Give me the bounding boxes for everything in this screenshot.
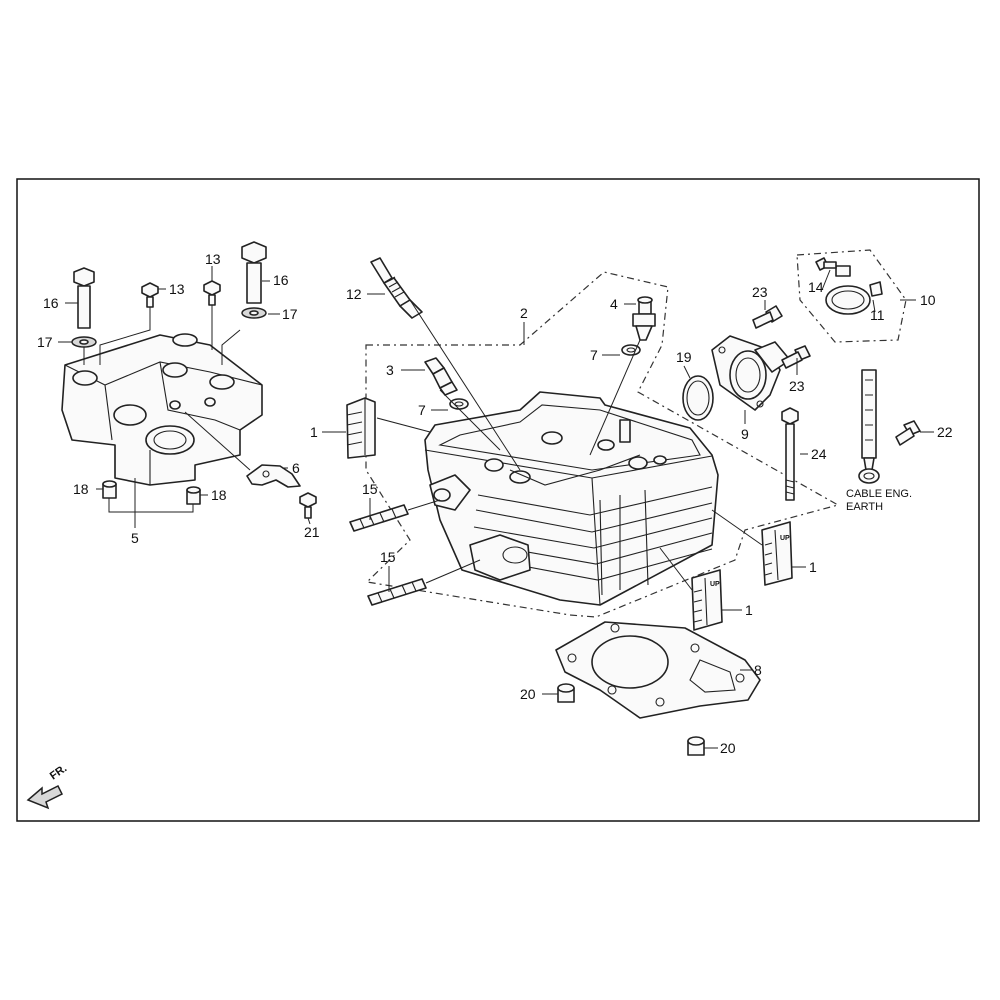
bolt-23-lower [781,345,811,369]
callout-1-right: 1 [809,559,817,575]
cylinder-head-assembly-outline [365,271,840,618]
dowel-pin-20-right [687,736,705,756]
callout-13-left: 13 [169,281,185,297]
fitting-3 [424,357,458,396]
stud-15-lower [367,578,427,606]
callout-20-right: 20 [720,740,736,756]
bolt-13-right [203,280,221,306]
callout-17-right: 17 [282,306,298,322]
o-ring-7-lower [449,398,469,410]
plate-6 [246,464,301,488]
callout-14: 14 [808,279,824,295]
comb-block-1-center: UP [691,569,723,631]
callout-15-upper: 15 [362,481,378,497]
callout-18-right: 18 [211,487,227,503]
bolt-22 [895,420,921,446]
bolt-13-left [141,282,159,308]
intake-pipe-assembly-outline [796,249,907,343]
comb-block-1-left [346,397,376,459]
intake-pipe-9 [711,335,791,411]
diagram-frame [16,178,980,822]
callout-20-left: 20 [520,686,536,702]
clamp-10 [825,265,883,315]
callout-5: 5 [131,530,139,546]
callout-23-upper: 23 [752,284,768,300]
callout-7-upper: 7 [590,347,598,363]
cable-label-line1: CABLE ENG. [846,488,912,500]
earth-cable [858,369,880,484]
callout-3: 3 [386,362,394,378]
dowel-pin-18-left [102,480,117,499]
callout-15-lower: 15 [380,549,396,565]
fitting-4 [632,296,656,341]
callout-21: 21 [304,524,320,540]
screw-14 [815,257,837,271]
dowel-pin-18-right [186,486,201,505]
callout-2: 2 [520,305,528,321]
callout-7-lower: 7 [418,402,426,418]
bolt-23-upper [752,305,783,329]
callout-8: 8 [754,662,762,678]
callout-9: 9 [741,426,749,442]
front-arrow [26,784,64,810]
callout-23-lower: 23 [789,378,805,394]
bolt-16-right [241,241,267,304]
o-ring-7-upper [621,344,641,356]
comb-block-1-right: UP [761,521,793,586]
callout-18-left: 18 [73,481,89,497]
callout-24: 24 [811,446,827,462]
cable-label-line2: EARTH [846,501,883,513]
callout-16-right: 16 [273,272,289,288]
stud-15-upper [349,504,409,532]
callout-16-left: 16 [43,295,59,311]
callout-10: 10 [920,292,936,308]
bolt-16-left [73,267,95,329]
o-ring-19 [682,375,714,421]
callout-11: 11 [870,307,885,323]
leader-lines [58,266,934,749]
bolt-21 [299,492,317,519]
spark-plug-12 [370,257,423,319]
callout-1-left: 1 [310,424,318,440]
bolt-24 [781,407,799,501]
up-mark: UP [710,581,720,588]
callout-6: 6 [292,460,300,476]
callout-4: 4 [610,296,618,312]
callout-17-left: 17 [37,334,53,350]
front-label: FR. [48,762,69,782]
callout-1-center: 1 [745,602,753,618]
dowel-pin-20-left [557,683,575,703]
gasket-8 [555,621,761,719]
up-mark: UP [780,535,790,542]
callout-12: 12 [346,286,362,302]
camshaft-holder [61,333,263,486]
callout-19: 19 [676,349,692,365]
callout-13-right: 13 [205,251,221,267]
cylinder-head [424,391,719,606]
callout-22: 22 [937,424,953,440]
